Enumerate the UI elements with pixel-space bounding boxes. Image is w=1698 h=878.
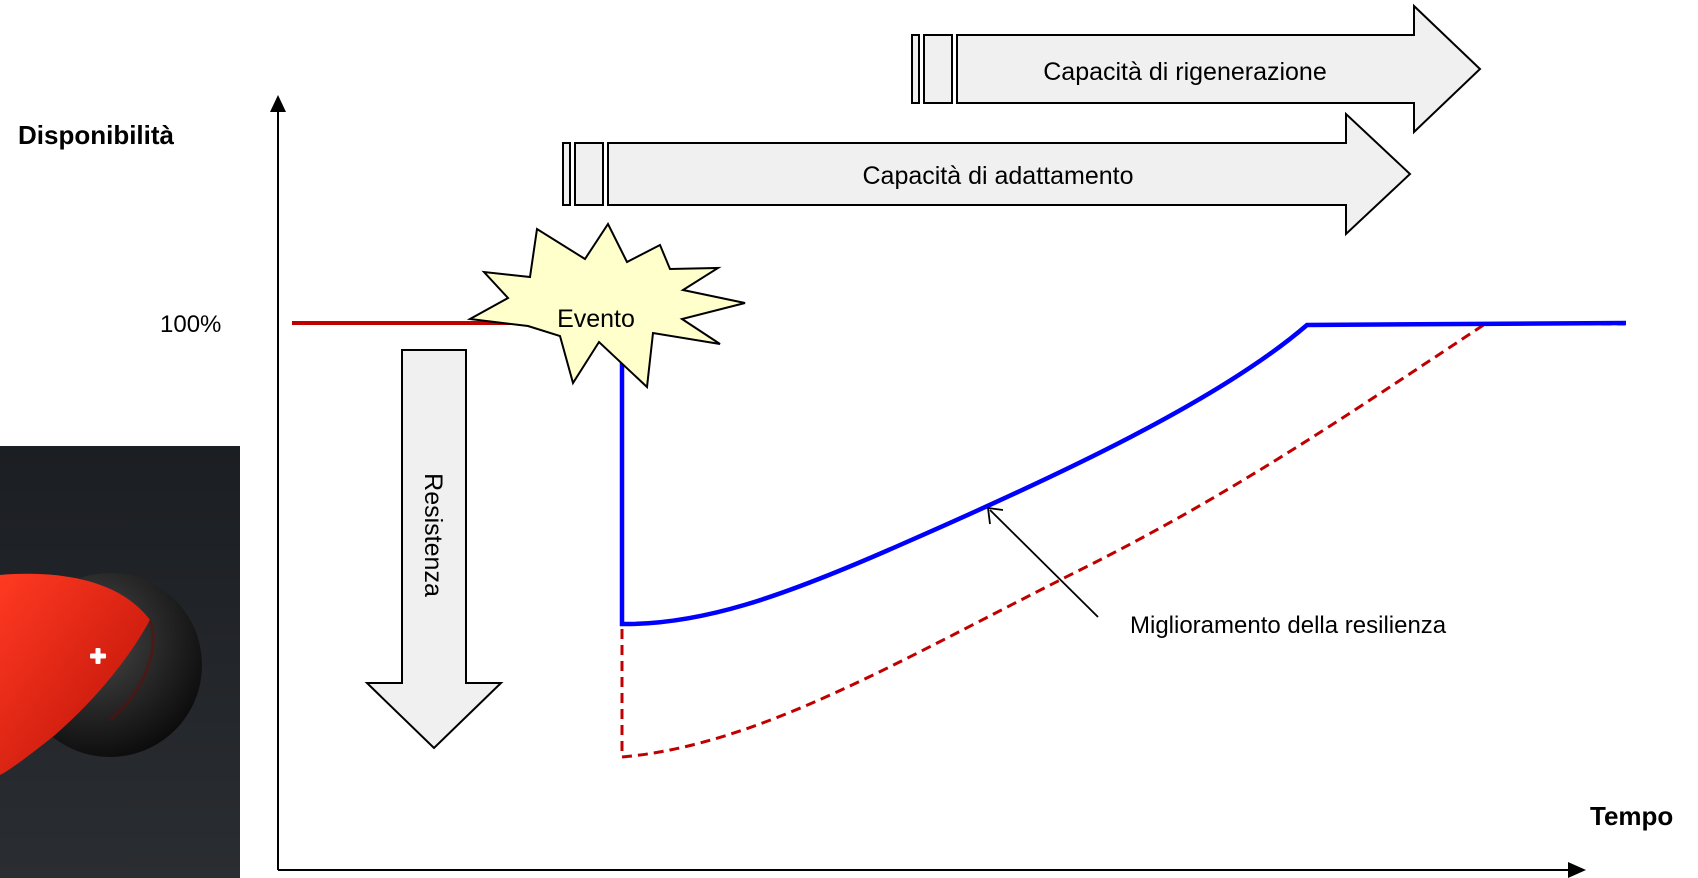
annotation-label: Miglioramento della resilienza bbox=[1130, 612, 1447, 639]
level-100-label: 100% bbox=[160, 311, 221, 338]
annotation-pointer bbox=[986, 506, 1099, 618]
axes bbox=[270, 95, 1586, 878]
baseline-recovery-curve bbox=[620, 322, 1625, 759]
resistance-label: Resistenza bbox=[419, 473, 447, 597]
adaptation-arrow: Capacità di adattamento bbox=[562, 111, 1412, 237]
improved-recovery-curve bbox=[619, 320, 1627, 627]
capsule-photo bbox=[0, 446, 240, 878]
resistance-arrow: Resistenza bbox=[364, 349, 504, 750]
adaptation-label: Capacità di adattamento bbox=[862, 162, 1133, 190]
regeneration-label: Capacità di rigenerazione bbox=[1043, 58, 1327, 86]
regeneration-arrow: Capacità di rigenerazione bbox=[911, 3, 1482, 135]
y-axis-label: Disponibilità bbox=[18, 120, 175, 150]
event-label: Evento bbox=[557, 305, 635, 333]
plus-mark-icon bbox=[90, 648, 106, 664]
event-starburst: Evento bbox=[466, 221, 746, 390]
x-axis-label: Tempo bbox=[1590, 801, 1673, 831]
